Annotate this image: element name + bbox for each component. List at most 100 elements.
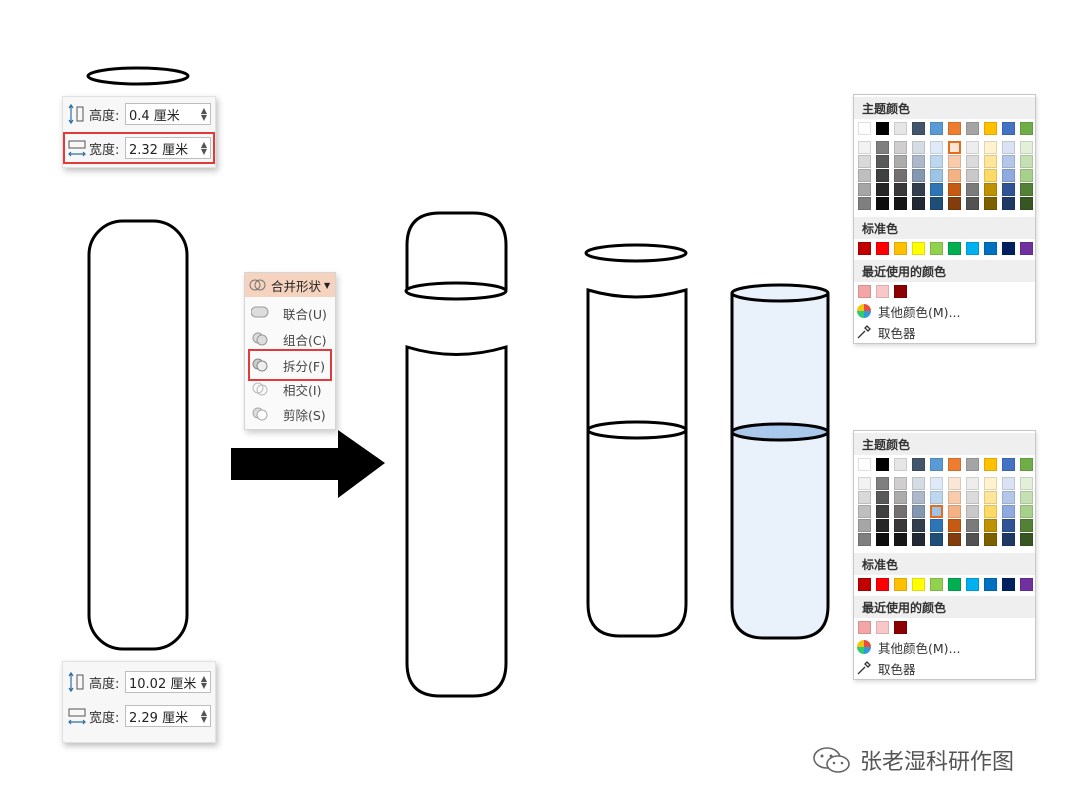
theme-shade-swatch[interactable] <box>984 519 997 532</box>
standard-color-swatch[interactable] <box>858 242 871 255</box>
theme-color-swatch[interactable] <box>912 458 925 471</box>
theme-color-swatch[interactable] <box>930 458 943 471</box>
more-colors-item[interactable]: 其他颜色(M)... <box>856 301 960 321</box>
theme-shade-swatch[interactable] <box>858 477 871 490</box>
theme-shade-swatch[interactable] <box>894 519 907 532</box>
theme-shade-swatch[interactable] <box>948 477 961 490</box>
theme-shade-swatch[interactable] <box>948 141 961 154</box>
tube-liquid-surface[interactable] <box>586 420 688 440</box>
standard-color-swatch[interactable] <box>948 578 961 591</box>
theme-shade-swatch[interactable] <box>858 141 871 154</box>
theme-shade-swatch[interactable] <box>894 491 907 504</box>
height-input[interactable]: 10.02 厘米▲▼ <box>125 671 211 693</box>
theme-shade-swatch[interactable] <box>948 533 961 546</box>
theme-shade-swatch[interactable] <box>1020 183 1033 196</box>
spinner-icon[interactable]: ▲▼ <box>200 140 207 156</box>
theme-shade-swatch[interactable] <box>930 197 943 210</box>
theme-color-swatch[interactable] <box>966 122 979 135</box>
theme-shade-swatch[interactable] <box>894 183 907 196</box>
recent-color-swatch[interactable] <box>894 285 907 298</box>
menu-item-combine[interactable]: 组合(C) <box>245 328 335 350</box>
theme-shade-swatch[interactable] <box>912 491 925 504</box>
spinner-icon[interactable]: ▲▼ <box>200 708 207 724</box>
theme-shade-swatch[interactable] <box>912 477 925 490</box>
menu-item-fragment[interactable]: 拆分(F) <box>245 353 335 377</box>
filled-tube-shape[interactable] <box>730 293 830 640</box>
theme-shade-swatch[interactable] <box>966 533 979 546</box>
merge-shapes-button[interactable]: 合并形状 ▼ <box>245 273 335 297</box>
theme-shade-swatch[interactable] <box>948 519 961 532</box>
theme-color-swatch[interactable] <box>858 458 871 471</box>
width-input[interactable]: 2.29 厘米▲▼ <box>125 705 211 727</box>
theme-color-swatch[interactable] <box>858 122 871 135</box>
height-input[interactable]: 0.4 厘米▲▼ <box>125 103 211 125</box>
theme-color-swatch[interactable] <box>1020 458 1033 471</box>
theme-shade-swatch[interactable] <box>858 491 871 504</box>
spinner-icon[interactable]: ▲▼ <box>200 106 207 122</box>
recent-color-swatch[interactable] <box>894 621 907 634</box>
theme-shade-swatch[interactable] <box>1002 533 1015 546</box>
standard-color-swatch[interactable] <box>912 242 925 255</box>
theme-shade-swatch[interactable] <box>984 477 997 490</box>
standard-color-swatch[interactable] <box>930 242 943 255</box>
theme-shade-swatch[interactable] <box>1002 169 1015 182</box>
theme-color-swatch[interactable] <box>966 458 979 471</box>
theme-shade-swatch[interactable] <box>984 183 997 196</box>
standard-color-swatch[interactable] <box>930 578 943 591</box>
theme-shade-swatch[interactable] <box>1020 491 1033 504</box>
theme-shade-swatch[interactable] <box>858 169 871 182</box>
recent-color-swatch[interactable] <box>858 621 871 634</box>
theme-shade-swatch[interactable] <box>894 477 907 490</box>
theme-shade-swatch[interactable] <box>930 183 943 196</box>
theme-shade-swatch[interactable] <box>912 183 925 196</box>
theme-shade-swatch[interactable] <box>876 141 889 154</box>
theme-shade-swatch[interactable] <box>1002 155 1015 168</box>
theme-shade-swatch[interactable] <box>858 519 871 532</box>
theme-shade-swatch[interactable] <box>966 183 979 196</box>
eyedropper-item[interactable]: 取色器 <box>856 658 916 678</box>
theme-shade-swatch[interactable] <box>966 519 979 532</box>
eyedropper-item[interactable]: 取色器 <box>856 322 916 342</box>
theme-shade-swatch[interactable] <box>894 533 907 546</box>
theme-shade-swatch[interactable] <box>912 505 925 518</box>
standard-color-swatch[interactable] <box>858 578 871 591</box>
theme-shade-swatch[interactable] <box>984 141 997 154</box>
tube-body-shape[interactable] <box>405 344 508 698</box>
theme-shade-swatch[interactable] <box>894 169 907 182</box>
more-colors-item[interactable]: 其他颜色(M)... <box>856 637 960 657</box>
theme-shade-swatch[interactable] <box>930 505 943 518</box>
theme-shade-swatch[interactable] <box>1002 477 1015 490</box>
theme-shade-swatch[interactable] <box>1002 505 1015 518</box>
tube-cap-shape[interactable] <box>405 211 508 290</box>
ellipse-shape[interactable] <box>86 66 190 86</box>
tube-outline-shape[interactable] <box>586 288 688 638</box>
theme-shade-swatch[interactable] <box>876 491 889 504</box>
theme-shade-swatch[interactable] <box>948 169 961 182</box>
theme-shade-swatch[interactable] <box>966 141 979 154</box>
theme-shade-swatch[interactable] <box>948 197 961 210</box>
standard-color-swatch[interactable] <box>1020 578 1033 591</box>
standard-color-swatch[interactable] <box>966 242 979 255</box>
theme-shade-swatch[interactable] <box>876 155 889 168</box>
theme-shade-swatch[interactable] <box>858 533 871 546</box>
width-input[interactable]: 2.32 厘米▲▼ <box>125 137 211 159</box>
theme-shade-swatch[interactable] <box>1002 141 1015 154</box>
theme-shade-swatch[interactable] <box>1020 155 1033 168</box>
tube-top-ellipse[interactable] <box>584 243 688 263</box>
theme-shade-swatch[interactable] <box>948 505 961 518</box>
theme-shade-swatch[interactable] <box>1002 197 1015 210</box>
theme-shade-swatch[interactable] <box>894 197 907 210</box>
theme-shade-swatch[interactable] <box>966 169 979 182</box>
theme-shade-swatch[interactable] <box>876 197 889 210</box>
theme-shade-swatch[interactable] <box>1020 477 1033 490</box>
theme-color-swatch[interactable] <box>1002 458 1015 471</box>
theme-shade-swatch[interactable] <box>858 505 871 518</box>
theme-shade-swatch[interactable] <box>912 155 925 168</box>
standard-color-swatch[interactable] <box>1002 242 1015 255</box>
theme-color-swatch[interactable] <box>876 458 889 471</box>
theme-shade-swatch[interactable] <box>1020 519 1033 532</box>
theme-shade-swatch[interactable] <box>912 169 925 182</box>
theme-shade-swatch[interactable] <box>876 533 889 546</box>
standard-color-swatch[interactable] <box>1020 242 1033 255</box>
theme-color-swatch[interactable] <box>876 122 889 135</box>
